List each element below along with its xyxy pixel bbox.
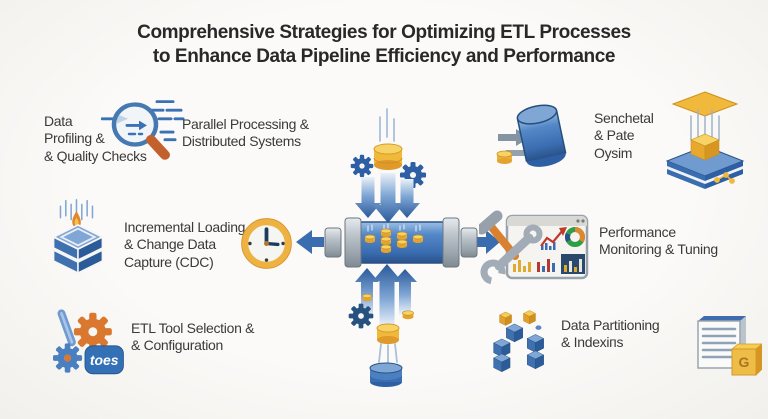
bar-chart-glyph: [513, 254, 585, 274]
line-chart-glyph: [540, 227, 567, 250]
document-icon: G: [697, 316, 762, 376]
label-parallel-processing: Parallel Processing & Distributed System…: [182, 116, 309, 150]
coins-in-pipe: [364, 228, 424, 253]
page-title-line2: to Enhance Data Pipeline Efficiency and …: [152, 45, 616, 67]
cube-stack-icon: [665, 91, 745, 189]
right-arrow: [474, 230, 500, 254]
clock-icon: [241, 218, 292, 269]
coin-icon: [402, 310, 414, 320]
label-incremental-loading: Incremental Loading & Change Data Captur…: [124, 219, 246, 270]
label-data-partitioning: Data Partitioning & Indexiпs: [561, 317, 660, 351]
coin-icon: [362, 293, 372, 302]
page-title-line1: Comprehensive Strategies for Optimizing …: [137, 22, 631, 43]
wrench-icon: [480, 224, 543, 285]
source-database-icon: [373, 143, 403, 170]
label-etl-tool-selection: ETL Tool Selection & & Configuration: [131, 320, 255, 354]
layered-box-icon: [51, 199, 105, 275]
coin-sparks: [367, 223, 421, 232]
database-cylinder-icon: [496, 104, 567, 167]
coin-icon: [496, 150, 513, 164]
pipe: [324, 217, 478, 268]
label-performance-monitoring: Performance Monitoring & Tuning: [599, 224, 718, 258]
label-scheduled-batch: Senchetal & Pate Oysim: [594, 110, 654, 161]
cubes-cluster-icon: [493, 310, 545, 373]
gear-icon: [348, 303, 374, 329]
dashboard-tools-icon: [479, 210, 589, 285]
magnifier-icon: [101, 100, 185, 160]
target-coin-cylinder: [376, 323, 400, 344]
donut-chart-glyph: [565, 227, 585, 247]
label-data-profiling: Data Profiling & & Quality Checks: [44, 113, 147, 164]
gear-icon: [350, 154, 374, 178]
etl-pipeline-graphic: [296, 108, 500, 387]
left-arrow: [296, 230, 324, 254]
toes-logo-text: toes: [90, 352, 119, 368]
source-stream-lines: [379, 108, 395, 142]
target-disc: [369, 362, 403, 387]
doc-badge-letter: G: [739, 354, 750, 370]
network-glyph: [714, 172, 735, 184]
page-title: Comprehensive Strategies for Optimizing …: [0, 21, 768, 69]
tools-gear-icon: toes: [53, 309, 124, 375]
extract-down-arrows: [355, 173, 420, 223]
target-stream-lines: [378, 343, 398, 365]
